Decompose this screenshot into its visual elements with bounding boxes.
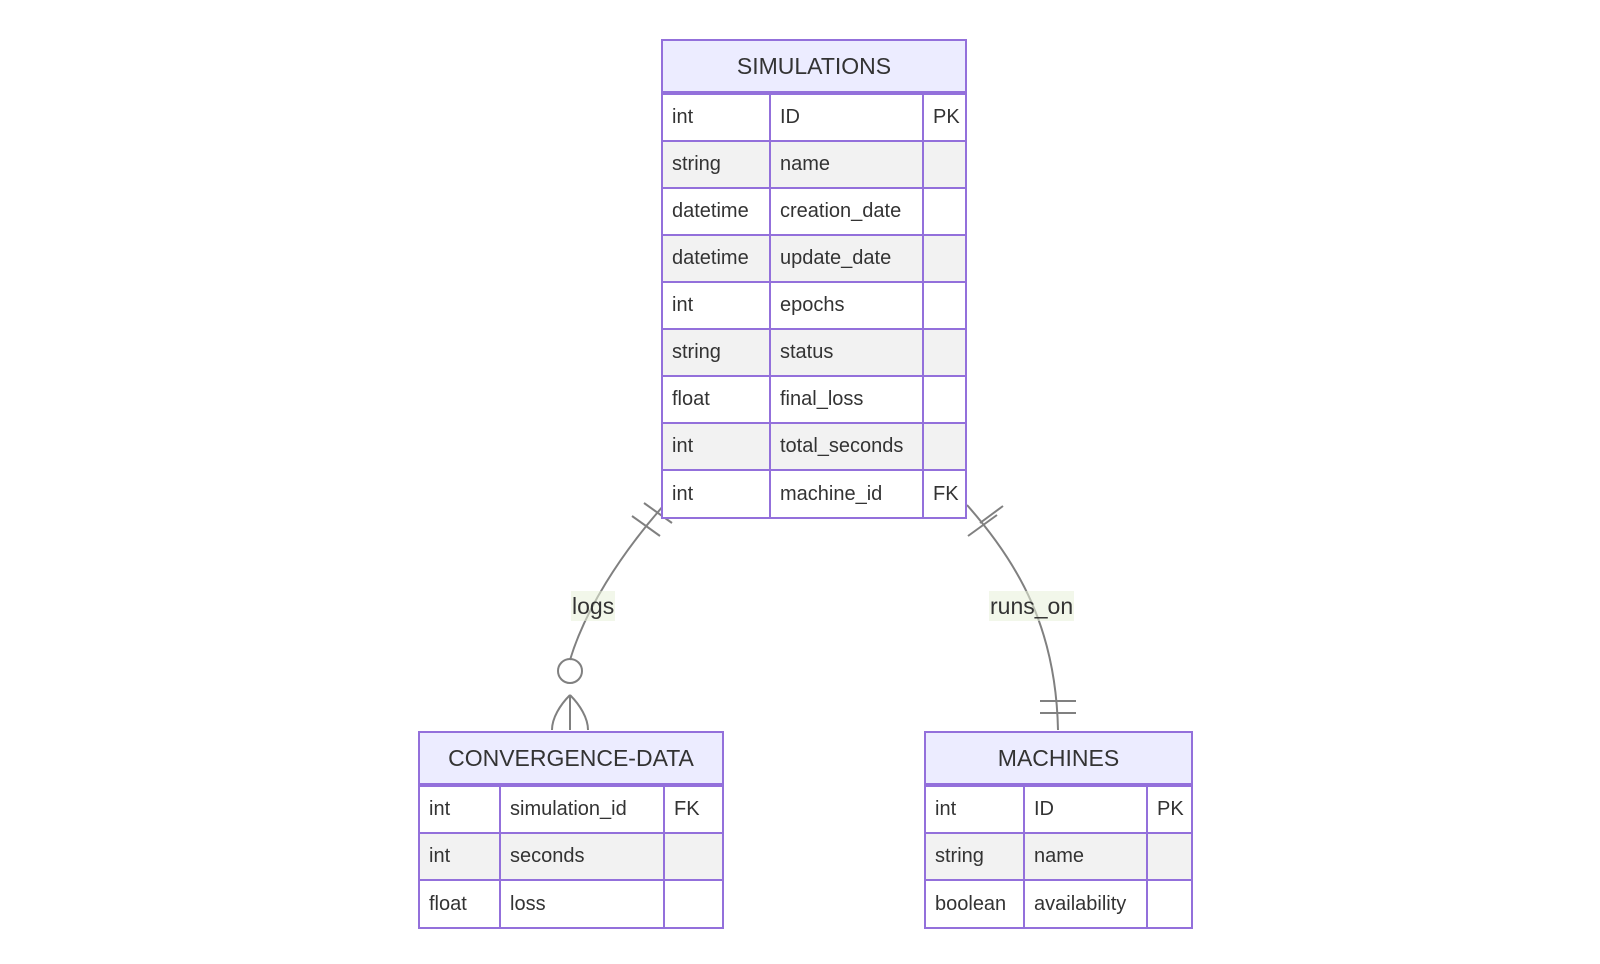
attribute-key <box>922 234 965 283</box>
attribute-type: boolean <box>926 879 1025 927</box>
entity-title: MACHINES <box>926 733 1191 785</box>
entity-title: CONVERGENCE-DATA <box>420 733 722 785</box>
attribute-key: PK <box>922 93 965 142</box>
attribute-type: int <box>663 93 771 142</box>
attribute-type: float <box>663 375 771 424</box>
attribute-type: int <box>420 785 501 834</box>
attribute-type: int <box>926 785 1025 834</box>
attribute-key <box>1146 832 1191 881</box>
attribute-name: seconds <box>499 832 665 881</box>
logs-bar-1 <box>631 515 661 537</box>
attribute-key: FK <box>922 469 965 517</box>
attribute-name: status <box>769 328 924 377</box>
logs-zero-circle <box>557 658 583 684</box>
logs-edge <box>569 504 665 661</box>
attribute-name: machine_id <box>769 469 924 517</box>
attribute-name: ID <box>1023 785 1148 834</box>
relationship-label-logs: logs <box>571 591 616 621</box>
attribute-key <box>1146 879 1191 927</box>
logs-crow-left <box>551 694 571 731</box>
attribute-type: string <box>663 328 771 377</box>
attribute-key: FK <box>663 785 722 834</box>
attribute-name: loss <box>499 879 665 927</box>
entity-title: SIMULATIONS <box>663 41 965 93</box>
attribute-key <box>922 187 965 236</box>
attribute-key: PK <box>1146 785 1191 834</box>
attribute-key <box>663 879 722 927</box>
runs-on-bar-2 <box>979 505 1004 524</box>
attribute-type: int <box>663 469 771 517</box>
attribute-type: string <box>663 140 771 189</box>
attribute-name: epochs <box>769 281 924 330</box>
relationship-label-runs-on: runs_on <box>989 591 1075 621</box>
attribute-key <box>922 422 965 471</box>
attribute-type: int <box>663 422 771 471</box>
logs-bar-2 <box>643 502 673 524</box>
attribute-type: string <box>926 832 1025 881</box>
runs-on-bar-1 <box>967 514 998 537</box>
attribute-key <box>922 328 965 377</box>
attribute-name: simulation_id <box>499 785 665 834</box>
logs-crow-right <box>569 694 589 731</box>
attribute-name: name <box>769 140 924 189</box>
attribute-name: update_date <box>769 234 924 283</box>
attribute-type: int <box>420 832 501 881</box>
attribute-type: datetime <box>663 234 771 283</box>
attribute-type: int <box>663 281 771 330</box>
attribute-name: creation_date <box>769 187 924 236</box>
attribute-key <box>922 140 965 189</box>
attribute-key <box>922 375 965 424</box>
attribute-name: availability <box>1023 879 1148 927</box>
attribute-type: float <box>420 879 501 927</box>
attribute-type: datetime <box>663 187 771 236</box>
attribute-key <box>922 281 965 330</box>
attribute-key <box>663 832 722 881</box>
attribute-name: total_seconds <box>769 422 924 471</box>
attribute-name: name <box>1023 832 1148 881</box>
attribute-name: ID <box>769 93 924 142</box>
attribute-name: final_loss <box>769 375 924 424</box>
